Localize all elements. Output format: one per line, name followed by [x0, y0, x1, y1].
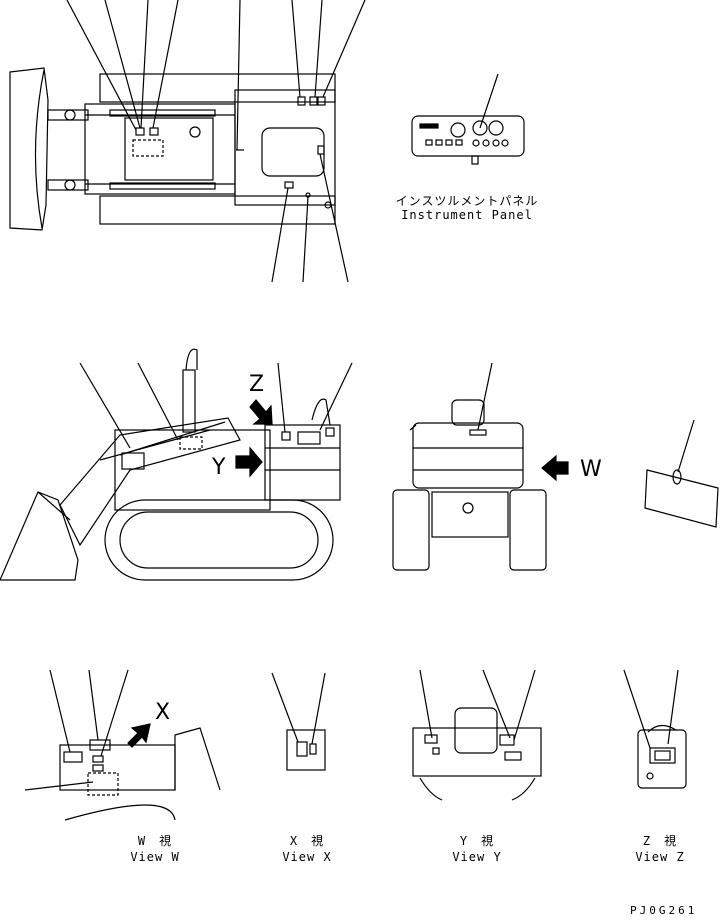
instrument-panel-label-jp: インスツルメントパネル — [395, 194, 539, 208]
arrow-w-label: W — [580, 457, 603, 482]
view-z-drawing — [623, 669, 687, 789]
view-x-drawing — [271, 672, 326, 771]
view-y-title-jp: Y 視 — [459, 834, 495, 848]
arrow-z-label: Z — [249, 372, 266, 397]
drawing-code: PJ0G261 — [630, 904, 698, 917]
view-x-title-jp: X 視 — [289, 834, 325, 848]
view-y-title-en: View Y — [452, 850, 502, 864]
instrument-panel-drawing — [411, 73, 525, 165]
instrument-panel-label-en: Instrument Panel — [401, 208, 533, 222]
top-view-machine — [9, 0, 366, 283]
arrow-y-label: Y — [212, 455, 227, 480]
view-x-title-en: View X — [282, 850, 332, 864]
side-view-machine — [0, 348, 353, 581]
view-z-title-jp: Z 視 — [642, 834, 678, 848]
rear-view-machine — [392, 362, 719, 571]
view-y-drawing — [412, 669, 542, 801]
arrow-x-label: X — [155, 700, 172, 725]
view-z-title-en: View Z — [635, 850, 685, 864]
view-w-title-jp: W 視 — [137, 834, 173, 848]
view-w-drawing — [24, 669, 221, 821]
view-w-title-en: View W — [130, 850, 180, 864]
